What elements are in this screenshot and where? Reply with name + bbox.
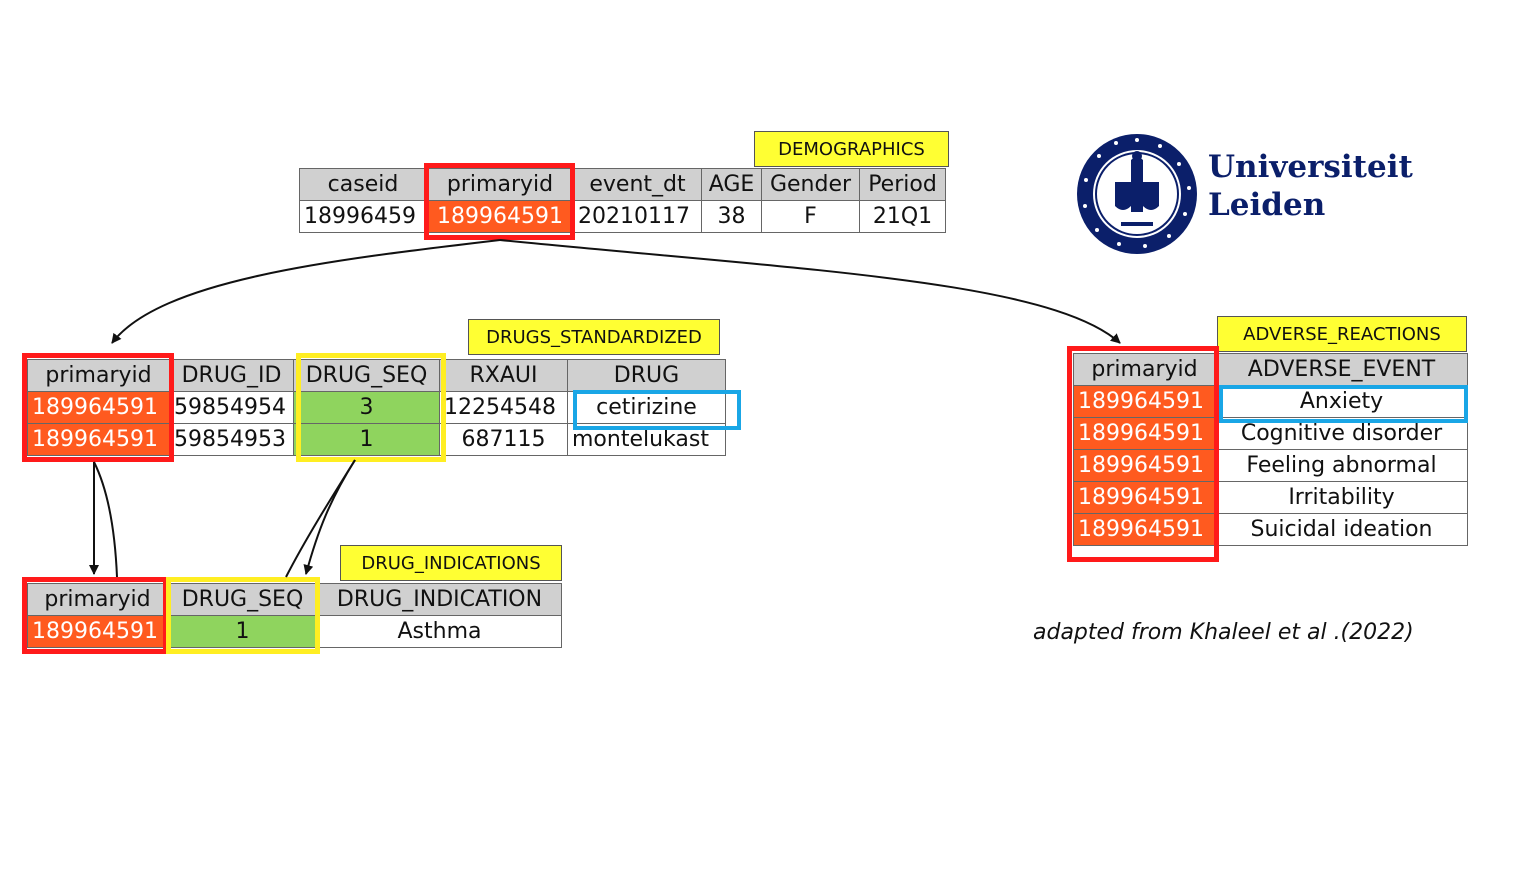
header-primaryid: primaryid — [27, 359, 170, 392]
cell-primaryid: 189964591 — [27, 615, 168, 648]
line-drugs-to-indications-drugseq — [285, 459, 356, 578]
indications-label: DRUG_INDICATIONS — [340, 545, 562, 581]
cell-primaryid: 189964591 — [27, 391, 170, 424]
cell-primaryid: 189964591 — [27, 423, 170, 456]
table-row: 189964591 59854953 1 687115 montelukast — [27, 423, 726, 456]
cell-age: 38 — [701, 200, 762, 233]
table-row: 189964591 Anxiety — [1073, 385, 1468, 418]
cell-drug: cetirizine — [567, 391, 726, 424]
cell-primaryid: 189964591 — [1073, 481, 1216, 514]
cell-primaryid: 189964591 — [1073, 385, 1216, 418]
university-name-line1: Universiteit — [1208, 149, 1413, 185]
cell-drug-indication: Asthma — [317, 615, 562, 648]
cell-period: 21Q1 — [859, 200, 946, 233]
curve-drugs-to-indications-primaryid — [93, 461, 118, 578]
cell-drug-seq: 1 — [167, 615, 318, 648]
cell-primaryid: 189964591 — [1073, 449, 1216, 482]
drugs-label: DRUGS_STANDARDIZED — [468, 319, 720, 355]
cell-drug-seq: 3 — [293, 391, 440, 424]
header-rxaui: RXAUI — [439, 359, 568, 392]
drugs-table: primaryid DRUG_ID DRUG_SEQ RXAUI DRUG 18… — [27, 359, 726, 456]
header-drug: DRUG — [567, 359, 726, 392]
cell-primaryid: 189964591 — [426, 200, 574, 233]
arrow-demographics-to-drugs — [111, 239, 501, 344]
citation-text: adapted from Khaleel et al .(2022) — [1033, 620, 1414, 645]
arrow-demographics-to-reactions — [499, 239, 1121, 344]
cell-primaryid: 189964591 — [1073, 417, 1216, 450]
cell-event-dt: 20210117 — [573, 200, 702, 233]
cell-gender: F — [761, 200, 860, 233]
header-gender: Gender — [761, 168, 860, 201]
table-row: 189964591 59854954 3 12254548 cetirizine — [27, 391, 726, 424]
cell-rxaui: 12254548 — [439, 391, 568, 424]
university-name-line2: Leiden — [1208, 187, 1326, 223]
table-row: 189964591 Suicidal ideation — [1073, 513, 1468, 546]
header-drug-seq: DRUG_SEQ — [293, 359, 440, 392]
cell-rxaui: 687115 — [439, 423, 568, 456]
cell-drug-id: 59854954 — [169, 391, 294, 424]
header-primaryid: primaryid — [426, 168, 574, 201]
university-name: Universiteit Leiden — [1208, 148, 1413, 224]
cell-drug-seq: 1 — [293, 423, 440, 456]
demographics-table: caseid primaryid event_dt AGE Gender Per… — [299, 168, 946, 233]
cell-adverse-event: Suicidal ideation — [1215, 513, 1468, 546]
university-seal-icon — [1077, 134, 1197, 254]
arrow-drugs-to-indications-drugseq — [303, 459, 356, 575]
table-row: 189964591 1 Asthma — [27, 615, 562, 648]
reactions-label: ADVERSE_REACTIONS — [1217, 316, 1467, 352]
header-period: Period — [859, 168, 946, 201]
cell-adverse-event: Anxiety — [1215, 385, 1468, 418]
header-drug-indication: DRUG_INDICATION — [317, 583, 562, 616]
header-drug-id: DRUG_ID — [169, 359, 294, 392]
header-caseid: caseid — [299, 168, 427, 201]
cell-drug-id: 59854953 — [169, 423, 294, 456]
cell-caseid: 18996459 — [299, 200, 427, 233]
demographics-label: DEMOGRAPHICS — [754, 131, 949, 167]
header-primaryid: primaryid — [27, 583, 168, 616]
cell-primaryid: 189964591 — [1073, 513, 1216, 546]
